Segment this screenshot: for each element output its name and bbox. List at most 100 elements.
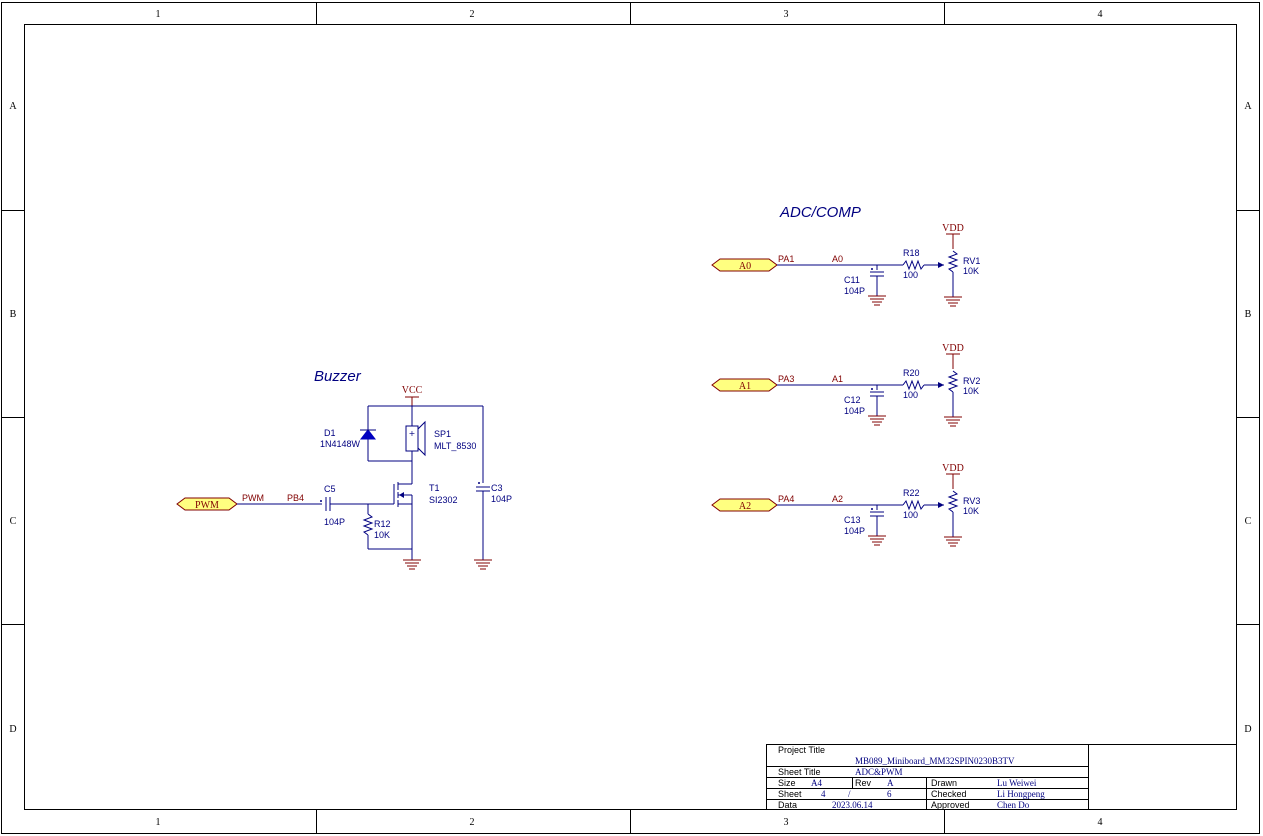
pb4-net-label: PB4 xyxy=(287,493,304,503)
resistor-r18-icon xyxy=(902,259,925,271)
c13-ref: C13 xyxy=(844,515,861,525)
inner-border xyxy=(24,24,1237,810)
row-label-right-d: D xyxy=(1244,724,1251,735)
ground-rv2-icon xyxy=(944,416,962,427)
rv2-value: 10K xyxy=(963,386,979,396)
rv2-ref: RV2 xyxy=(963,376,980,386)
sp1-value: MLT_8530 xyxy=(434,441,476,451)
ground-c11-icon xyxy=(868,295,886,306)
potentiometer-rv3-icon xyxy=(947,490,959,513)
speaker-sp1-icon: + xyxy=(405,420,426,457)
sheet-total: 6 xyxy=(887,789,892,799)
r22-value: 100 xyxy=(903,510,918,520)
c11-value: 104P xyxy=(844,286,865,296)
row-label-right-c: C xyxy=(1245,516,1252,527)
a0-pin-label: PA1 xyxy=(778,254,794,264)
vdd-label-2: VDD xyxy=(942,343,964,354)
buzzer-circuit: VCC D1 1N4148W + SP1 MLT_8530 xyxy=(176,385,512,570)
rv3-value: 10K xyxy=(963,506,979,516)
rv1-value: 10K xyxy=(963,266,979,276)
col-label-bottom-1: 1 xyxy=(156,817,161,828)
d1-ref: D1 xyxy=(324,428,336,438)
potentiometer-rv2-icon xyxy=(947,370,959,393)
sheet-title: ADC&PWM xyxy=(855,767,903,777)
sheet-number: 4 xyxy=(821,789,826,799)
ground-c12-icon xyxy=(868,415,886,426)
mosfet-t1-icon xyxy=(393,480,413,507)
pwm-net-label: PWM xyxy=(242,493,264,503)
ground-rv1-icon xyxy=(944,296,962,307)
vcc-power-label: VCC xyxy=(402,385,423,396)
approved-value: Chen Do xyxy=(997,800,1030,810)
project-title-label: Project Title xyxy=(778,745,825,755)
row-label-right-b: B xyxy=(1245,309,1252,320)
size-value: A4 xyxy=(811,778,822,788)
vdd-label-1: VDD xyxy=(942,223,964,234)
diode-d1-icon xyxy=(359,429,377,440)
d1-value: 1N4148W xyxy=(320,439,361,449)
c12-value: 104P xyxy=(844,406,865,416)
drawn-label: Drawn xyxy=(931,778,957,788)
project-title: MB089_Miniboard_MM32SPIN0230B3TV xyxy=(855,756,1015,766)
vdd-label-3: VDD xyxy=(942,463,964,474)
ground-c3-icon xyxy=(474,559,492,570)
sheet-label: Sheet xyxy=(778,789,802,799)
rev-label: Rev xyxy=(855,778,872,788)
resistor-r22-icon xyxy=(902,499,925,511)
adc-section-title: ADC/COMP xyxy=(779,204,861,221)
r22-ref: R22 xyxy=(903,488,920,498)
svg-text:+: + xyxy=(409,429,416,438)
a1-net-label: A1 xyxy=(832,374,843,384)
r18-value: 100 xyxy=(903,270,918,280)
a0-port-label: A0 xyxy=(739,261,751,272)
checked-label: Checked xyxy=(931,789,967,799)
r18-ref: R18 xyxy=(903,248,920,258)
c3-ref: C3 xyxy=(491,483,503,493)
approved-label: Approved xyxy=(931,800,970,810)
checked-value: Li Hongpeng xyxy=(997,789,1045,799)
potentiometer-rv1-icon xyxy=(947,250,959,273)
a1-port-label: A1 xyxy=(739,381,751,392)
row-label-right-a: A xyxy=(1244,101,1252,112)
col-label-bottom-3: 3 xyxy=(784,817,789,828)
col-label-top-4: 4 xyxy=(1098,9,1103,20)
adc-channel-1: A1 PA3 A1 C12 104P R20 100 VDD xyxy=(711,343,980,427)
rv3-ref: RV3 xyxy=(963,496,980,506)
pwm-port: PWM xyxy=(176,497,238,511)
vcc-power-icon xyxy=(405,396,419,406)
row-label-left-b: B xyxy=(10,309,17,320)
drawn-value: Lu Weiwei xyxy=(997,778,1037,788)
col-label-top-3: 3 xyxy=(784,9,789,20)
resistor-r20-icon xyxy=(902,379,925,391)
a2-pin-label: PA4 xyxy=(778,494,794,504)
rv1-ref: RV1 xyxy=(963,256,980,266)
t1-value: SI2302 xyxy=(429,495,458,505)
c5-ref: C5 xyxy=(324,484,336,494)
pwm-port-label: PWM xyxy=(195,500,219,511)
ground-rv3-icon xyxy=(944,536,962,547)
c3-value: 104P xyxy=(491,494,512,504)
r20-ref: R20 xyxy=(903,368,920,378)
adc-channel-2: A2 PA4 A2 C13 104P R22 100 VDD xyxy=(711,463,980,547)
a1-pin-label: PA3 xyxy=(778,374,794,384)
t1-ref: T1 xyxy=(429,483,440,493)
col-label-bottom-4: 4 xyxy=(1098,817,1103,828)
date-value: 2023.06.14 xyxy=(832,800,873,810)
c13-value: 104P xyxy=(844,526,865,536)
row-label-left-c: C xyxy=(10,516,17,527)
row-label-left-a: A xyxy=(9,101,17,112)
sheet-title-label: Sheet Title xyxy=(778,767,821,777)
col-label-bottom-2: 2 xyxy=(470,817,475,828)
r12-ref: R12 xyxy=(374,519,391,529)
col-label-top-1: 1 xyxy=(156,9,161,20)
r12-value: 10K xyxy=(374,530,390,540)
c11-ref: C11 xyxy=(844,275,860,285)
capacitor-c3-icon xyxy=(476,482,490,492)
a0-net-label: A0 xyxy=(832,254,843,264)
date-label: Data xyxy=(778,800,797,810)
a2-port-label: A2 xyxy=(739,501,751,512)
title-block: Project Title MB089_Miniboard_MM32SPIN02… xyxy=(766,744,1237,810)
